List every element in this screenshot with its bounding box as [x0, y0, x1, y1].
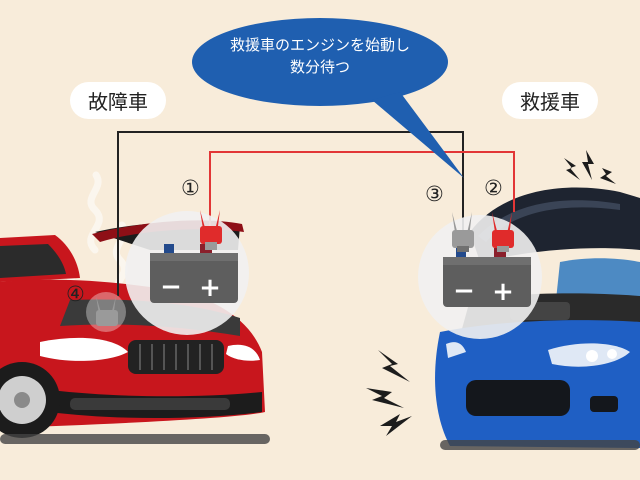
- speech-bubble-line1: 救援車のエンジンを始動し: [229, 36, 410, 54]
- clamp-icon: [86, 292, 126, 332]
- speech-bubble: [192, 18, 464, 178]
- rescue-car-battery: − +: [418, 212, 542, 339]
- black-cable: [117, 131, 464, 296]
- spark-icon: [564, 150, 616, 184]
- broken-car-label: 故障車: [70, 82, 166, 119]
- battery-plus-sign: +: [492, 277, 514, 307]
- step-2-label: ②: [484, 176, 503, 200]
- speech-bubble-line2: 数分待つ: [289, 58, 350, 76]
- rescue-car-label: 救援車: [502, 82, 598, 119]
- battery-plus-sign: +: [199, 273, 221, 303]
- speech-bubble-text: 救援車のエンジンを始動し 数分待つ: [200, 34, 440, 78]
- broken-car-battery: − +: [125, 210, 249, 335]
- spark-icon: [366, 350, 412, 436]
- battery-minus-sign: −: [160, 272, 182, 302]
- step-3-label: ③: [425, 182, 444, 206]
- step-1-label: ①: [181, 176, 200, 200]
- cables: [117, 131, 515, 296]
- clamp-icon: [452, 212, 474, 252]
- step-4-label: ④: [66, 282, 85, 306]
- clamp-icon: [200, 210, 222, 250]
- red-cable: [209, 151, 515, 238]
- clamp-icon: [492, 212, 514, 252]
- battery-minus-sign: −: [453, 276, 475, 306]
- battery-icon: [443, 248, 531, 307]
